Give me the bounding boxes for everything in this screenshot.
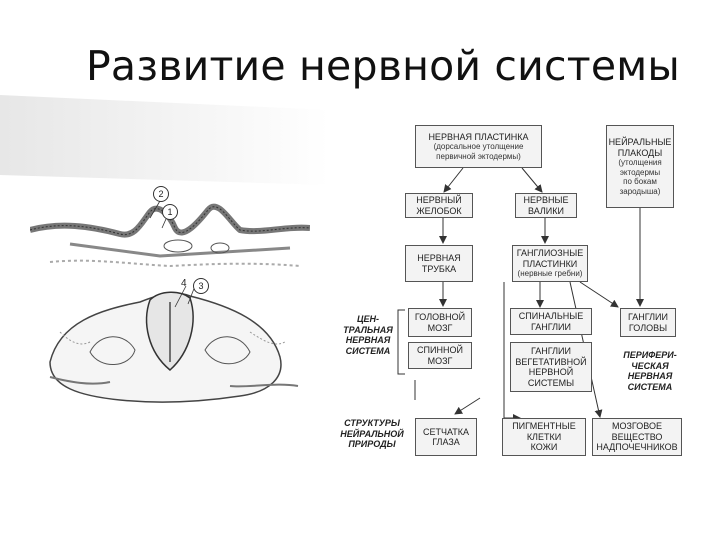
box-spinal-cord: СПИННОЙ МОЗГ — [408, 342, 472, 369]
box-pigment-cells: ПИГМЕНТНЫЕ КЛЕТКИ КОЖИ — [502, 418, 586, 456]
box-autonomic-ganglia-l2: ВЕГЕТАТИВНОЙ — [515, 357, 586, 368]
box-neural-folds: НЕРВНЫЕ ВАЛИКИ — [515, 193, 577, 218]
box-neural-folds-l1: НЕРВНЫЕ — [524, 195, 569, 206]
label-cns-l3: НЕРВНАЯ — [336, 335, 400, 346]
box-neural-tube-l1: НЕРВНАЯ — [417, 253, 461, 264]
box-placodes-s4: зародыша) — [620, 187, 661, 197]
box-pigment-cells-l3: КОЖИ — [531, 442, 558, 453]
box-brain-l1: ГОЛОВНОЙ — [415, 312, 465, 323]
box-retina-l1: СЕТЧАТКА — [423, 427, 469, 438]
box-neural-groove-l2: ЖЕЛОБОК — [416, 206, 461, 217]
box-placodes: НЕЙРАЛЬНЫЕ ПЛАКОДЫ (утолщения эктодермы … — [606, 125, 674, 208]
box-brain: ГОЛОВНОЙ МОЗГ — [408, 308, 472, 337]
label-cns-l1: ЦЕН- — [336, 314, 400, 325]
box-neural-plate-title: НЕРВНАЯ ПЛАСТИНКА — [428, 132, 528, 143]
box-placodes-s3: по бокам — [623, 177, 657, 187]
box-neural-tube: НЕРВНАЯ ТРУБКА — [405, 245, 473, 282]
label-pns-l2: ЧЕСКАЯ — [616, 361, 684, 372]
box-placodes-l2: ПЛАКОДЫ — [618, 148, 662, 159]
box-neural-groove: НЕРВНЫЙ ЖЕЛОБОК — [405, 193, 473, 218]
box-adrenal-medulla: МОЗГОВОЕ ВЕЩЕСТВО НАДПОЧЕЧНИКОВ — [592, 418, 682, 456]
box-neural-folds-l2: ВАЛИКИ — [528, 206, 564, 217]
box-head-ganglia: ГАНГЛИИ ГОЛОВЫ — [620, 308, 676, 337]
box-autonomic-ganglia: ГАНГЛИИ ВЕГЕТАТИВНОЙ НЕРВНОЙ СИСТЕМЫ — [510, 342, 592, 392]
box-ganglion-plates-sub: (нервные гребни) — [518, 269, 583, 279]
label-pns-l3: НЕРВНАЯ — [616, 371, 684, 382]
box-spinal-cord-l2: МОЗГ — [428, 356, 453, 367]
box-head-ganglia-l2: ГОЛОВЫ — [629, 323, 667, 334]
box-retina-l2: ГЛАЗА — [432, 437, 460, 448]
box-neural-tube-l2: ТРУБКА — [422, 264, 456, 275]
box-ganglion-plates-l1: ГАНГЛИОЗНЫЕ — [517, 248, 583, 259]
box-adrenal-medulla-l3: НАДПОЧЕЧНИКОВ — [596, 442, 677, 453]
box-autonomic-ganglia-l1: ГАНГЛИИ — [531, 346, 571, 357]
box-adrenal-medulla-l1: МОЗГОВОЕ — [612, 421, 662, 432]
label-neural-structures-l3: ПРИРОДЫ — [336, 439, 408, 450]
box-placodes-l1: НЕЙРАЛЬНЫЕ — [609, 137, 672, 148]
label-pns-l1: ПЕРИФЕРИ- — [616, 350, 684, 361]
box-placodes-s1: (утолщения — [618, 158, 661, 168]
box-neural-plate-sub2: первичной эктодермы) — [436, 152, 521, 162]
box-autonomic-ganglia-l3: НЕРВНОЙ — [529, 367, 573, 378]
box-neural-groove-l1: НЕРВНЫЙ — [416, 195, 461, 206]
box-spinal-ganglia-l2: ГАНГЛИИ — [531, 322, 571, 333]
box-head-ganglia-l1: ГАНГЛИИ — [628, 312, 668, 323]
label-cns-l2: ТРАЛЬНАЯ — [336, 325, 400, 336]
box-spinal-cord-l1: СПИННОЙ — [417, 345, 463, 356]
box-brain-l2: МОЗГ — [428, 323, 453, 334]
box-retina: СЕТЧАТКА ГЛАЗА — [415, 418, 477, 456]
box-ganglion-plates-l2: ПЛАСТИНКИ — [523, 259, 578, 270]
label-neural-structures-l1: СТРУКТУРЫ — [336, 418, 408, 429]
box-neural-plate: НЕРВНАЯ ПЛАСТИНКА (дорсальное утолщение … — [415, 125, 542, 168]
label-cns-l4: СИСТЕМА — [336, 346, 400, 357]
box-autonomic-ganglia-l4: СИСТЕМЫ — [528, 378, 574, 389]
box-placodes-s2: эктодермы — [620, 168, 660, 178]
box-neural-plate-sub1: (дорсальное утолщение — [434, 142, 524, 152]
label-peripheral-nervous-system: ПЕРИФЕРИ- ЧЕСКАЯ НЕРВНАЯ СИСТЕМА — [616, 350, 684, 392]
box-adrenal-medulla-l2: ВЕЩЕСТВО — [612, 432, 663, 443]
box-spinal-ganglia: СПИНАЛЬНЫЕ ГАНГЛИИ — [510, 308, 592, 335]
box-ganglion-plates: ГАНГЛИОЗНЫЕ ПЛАСТИНКИ (нервные гребни) — [512, 245, 588, 282]
box-pigment-cells-l2: КЛЕТКИ — [527, 432, 561, 443]
box-pigment-cells-l1: ПИГМЕНТНЫЕ — [512, 421, 576, 432]
label-central-nervous-system: ЦЕН- ТРАЛЬНАЯ НЕРВНАЯ СИСТЕМА — [336, 314, 400, 356]
box-spinal-ganglia-l1: СПИНАЛЬНЫЕ — [519, 311, 583, 322]
label-pns-l4: СИСТЕМА — [616, 382, 684, 393]
label-neural-structures: СТРУКТУРЫ НЕЙРАЛЬНОЙ ПРИРОДЫ — [336, 418, 408, 450]
label-neural-structures-l2: НЕЙРАЛЬНОЙ — [336, 429, 408, 440]
